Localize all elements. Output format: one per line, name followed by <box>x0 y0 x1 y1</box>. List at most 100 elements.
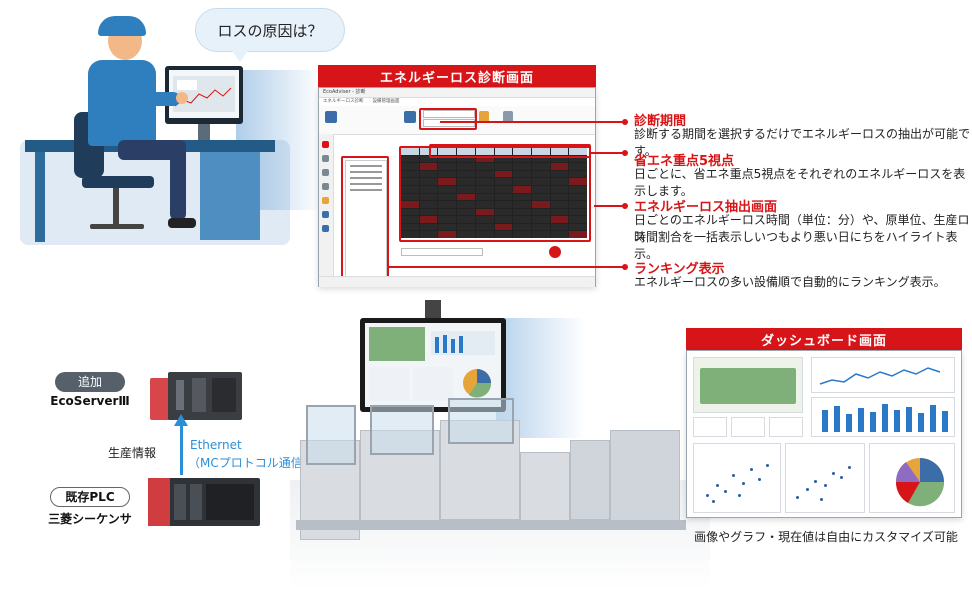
machine-6 <box>610 430 680 524</box>
worker-cap <box>98 16 146 36</box>
loss-table-cell <box>475 193 494 201</box>
machine-1-enclosure <box>306 405 356 465</box>
loss-table-cell <box>550 148 569 155</box>
loss-table-cell <box>438 201 457 208</box>
loss-table-cell <box>494 216 513 223</box>
loss-table-cell <box>531 178 550 185</box>
loss-table-cell <box>438 163 457 170</box>
loss-table-cell <box>513 208 531 216</box>
loss-table-cell <box>457 148 475 155</box>
loss-table-cell <box>494 185 513 193</box>
loss-table-cell <box>457 231 475 238</box>
worker-legs <box>118 140 186 160</box>
alert-icon[interactable] <box>322 141 329 148</box>
ranking-list[interactable] <box>345 160 387 280</box>
loss-table-cell <box>401 223 419 231</box>
period-start-field[interactable] <box>423 110 475 118</box>
loss-table-cell <box>569 185 587 193</box>
settings-icon[interactable] <box>322 225 329 232</box>
loss-table-cell <box>475 201 494 208</box>
loss-table-cell <box>531 216 550 223</box>
window-ribbon <box>319 106 595 135</box>
loss-table-cell <box>475 178 494 185</box>
added-tag: 追加 <box>55 372 125 392</box>
loss-table-cell <box>438 231 457 238</box>
monitor-screen-graphic <box>173 76 235 112</box>
machine-2-enclosure <box>370 405 434 455</box>
folder-icon[interactable] <box>322 197 329 204</box>
dashboard-line-chart-panel <box>811 357 955 393</box>
leader-period-dot <box>622 119 628 125</box>
annotation-text-extraction-1: 日ごとのエネルギーロス時間（単位：分）や、原単位、生産ロス <box>634 213 970 244</box>
leader-extraction <box>594 205 626 207</box>
worker-arm <box>140 92 180 106</box>
loss-table-cell <box>475 231 494 238</box>
loss-table-cell <box>494 148 513 155</box>
export-icon[interactable] <box>503 111 513 123</box>
loss-table-cell <box>457 223 475 231</box>
loss-table-cell <box>438 185 457 193</box>
display-mount <box>425 300 441 320</box>
loss-table-cell <box>513 185 531 193</box>
loss-table-cell <box>438 155 457 163</box>
dashboard-title: ダッシュボード画面 <box>686 328 962 350</box>
loss-table-cell <box>457 163 475 170</box>
loss-table-cell <box>475 223 494 231</box>
worker-shin <box>170 150 186 220</box>
loss-table-cell <box>494 223 513 231</box>
leader-viewpoints <box>590 152 626 154</box>
loss-table-cell <box>401 148 419 155</box>
loss-table-cell <box>531 163 550 170</box>
loss-table-cell <box>419 178 438 185</box>
loss-table-cell <box>494 170 513 178</box>
loss-table-cell <box>494 163 513 170</box>
loss-table-cell <box>569 216 587 223</box>
loss-table-cell <box>550 155 569 163</box>
loss-table-cell <box>438 208 457 216</box>
loss-table-cell <box>401 163 419 170</box>
annotation-heading-extraction: エネルギーロス抽出画面 <box>634 200 778 215</box>
loss-table-cell <box>475 216 494 223</box>
dashboard-value-panel-2 <box>731 417 765 437</box>
worker-hand <box>176 92 188 104</box>
period-end-field[interactable] <box>423 119 475 127</box>
ribbon-icon[interactable] <box>325 111 337 123</box>
loss-table-cell <box>513 170 531 178</box>
diagnose-button[interactable] <box>549 246 561 258</box>
loss-table-cell <box>475 148 494 155</box>
chart-icon[interactable] <box>322 155 329 162</box>
report-icon[interactable] <box>479 111 489 123</box>
loss-table-cell <box>569 193 587 201</box>
equipment-select[interactable] <box>401 248 483 256</box>
clock-icon[interactable] <box>322 169 329 176</box>
loss-table-cell <box>401 201 419 208</box>
loss-table-cell <box>419 193 438 201</box>
loss-table-cell <box>419 155 438 163</box>
ethernet-arrow <box>180 425 183 475</box>
loss-table-cell <box>531 223 550 231</box>
loss-table-cell <box>401 231 419 238</box>
loss-table-cell <box>550 193 569 201</box>
loss-table-cell <box>457 170 475 178</box>
annotation-heading-viewpoints: 省エネ重点5視点 <box>634 154 735 169</box>
ethernet-label: Ethernet <box>190 438 242 452</box>
loss-table-cell <box>550 201 569 208</box>
leader-period <box>440 121 626 123</box>
loss-table-cell <box>569 155 587 163</box>
doc-icon[interactable] <box>322 183 329 190</box>
loss-table-cell <box>419 201 438 208</box>
loss-table-cell <box>419 216 438 223</box>
loss-table-cell <box>569 148 587 155</box>
chair-seat <box>82 176 154 188</box>
loss-table-cell <box>419 148 438 155</box>
annotation-heading-period: 診断期間 <box>634 114 687 129</box>
annotation-heading-ranking: ランキング表示 <box>634 262 725 277</box>
loss-table-cell <box>550 216 569 223</box>
loss-table-cell <box>419 208 438 216</box>
loss-table-cell <box>550 231 569 238</box>
gear-icon[interactable] <box>404 111 416 123</box>
loss-table-cell <box>419 185 438 193</box>
leader-viewpoints-dot <box>622 150 628 156</box>
play-icon[interactable] <box>322 211 329 218</box>
machine-5 <box>570 440 610 520</box>
